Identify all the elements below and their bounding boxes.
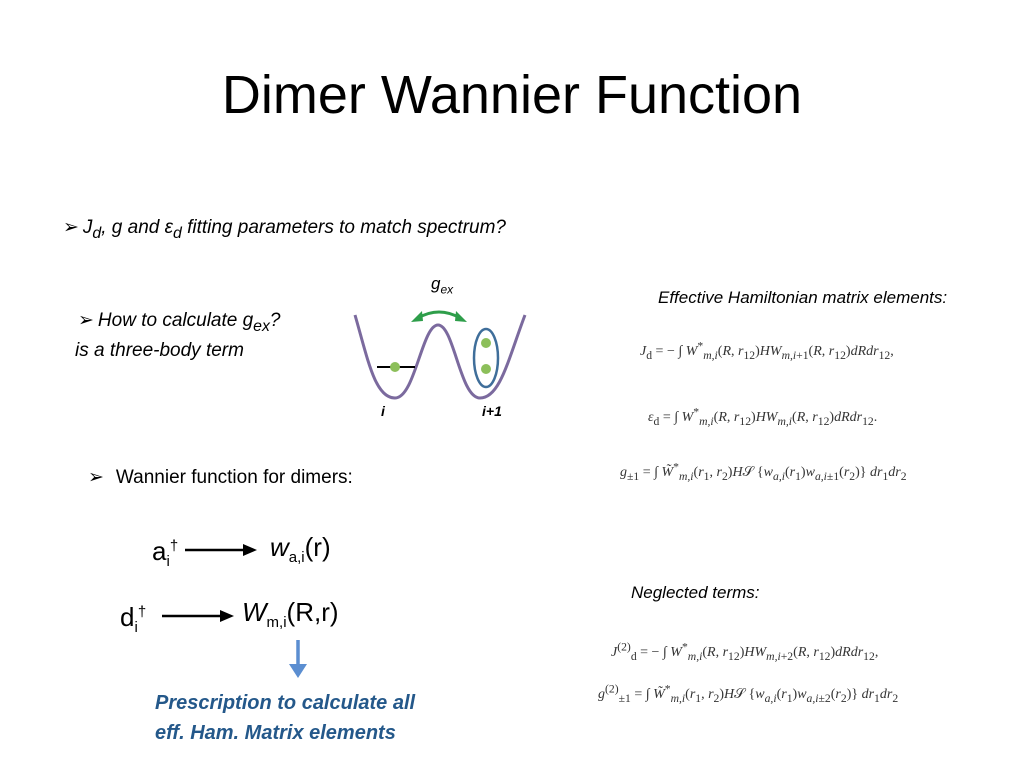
neglected-terms-heading: Neglected terms: <box>631 583 760 602</box>
map-arrow-d <box>162 610 234 622</box>
bullet-gex-question: ➢How to calculate gex? is a three-body t… <box>75 306 280 366</box>
dimer-circle <box>472 327 500 389</box>
arrow-head-left <box>411 311 423 322</box>
slide-title: Dimer Wannier Function <box>221 65 803 125</box>
bullet-fitting-parameters: ➢Jd, g and εd fitting parameters to matc… <box>63 217 506 242</box>
equation-Jd2: J(2)d = − ∫ W*m,i(R, r12)HWm,i+2(R, r12)… <box>611 640 879 663</box>
particle-dot <box>481 338 491 348</box>
effective-hamiltonian-heading: Effective Hamiltonian matrix elements: <box>658 288 948 307</box>
double-well-diagram <box>353 310 527 400</box>
site-label-i: i <box>381 403 385 419</box>
operator-a: ai† <box>152 536 179 571</box>
wannier-molecule-function: Wm,i(R,r) <box>242 597 339 632</box>
operator-d: di† <box>120 602 147 637</box>
wannier-atom-function: wa,i(r) <box>270 532 331 567</box>
bullet-marker: ➢ <box>78 310 94 331</box>
equation-Jd: Jd = − ∫ W*m,i(R, r12)HWm,i+1(R, r12)dRd… <box>640 339 894 362</box>
equation-g-pm1-2: g(2)±1 = ∫ W̃*m,i(r1, r2)H𝒮 {wa,i(r1)wa,… <box>598 682 899 705</box>
hopping-arc <box>417 310 461 320</box>
equation-eps-d: εd = ∫ W*m,i(R, r12)HWm,i(R, r12)dRdr12. <box>648 405 878 428</box>
down-arrow-icon <box>289 640 307 678</box>
bullet-marker: ➢ <box>88 467 104 488</box>
gex-label: gex <box>431 274 454 297</box>
bullet-wannier-dimers: ➢Wannier function for dimers: <box>88 467 353 488</box>
arrow-head-right <box>455 311 467 322</box>
particle-dot <box>481 364 491 374</box>
site-label-i-plus-1: i+1 <box>482 403 502 419</box>
potential-curve <box>353 314 527 400</box>
map-arrow-a <box>185 544 257 556</box>
bullet-marker: ➢ <box>63 217 79 238</box>
equation-g-pm1: g±1 = ∫ W̃*m,i(r1, r2)H𝒮 {wa,i(r1)wa,i±1… <box>620 460 907 483</box>
three-body-note: is a three-body term <box>75 340 244 361</box>
prescription-note: Prescription to calculate all eff. Ham. … <box>155 692 416 744</box>
particle-dot <box>390 362 400 372</box>
